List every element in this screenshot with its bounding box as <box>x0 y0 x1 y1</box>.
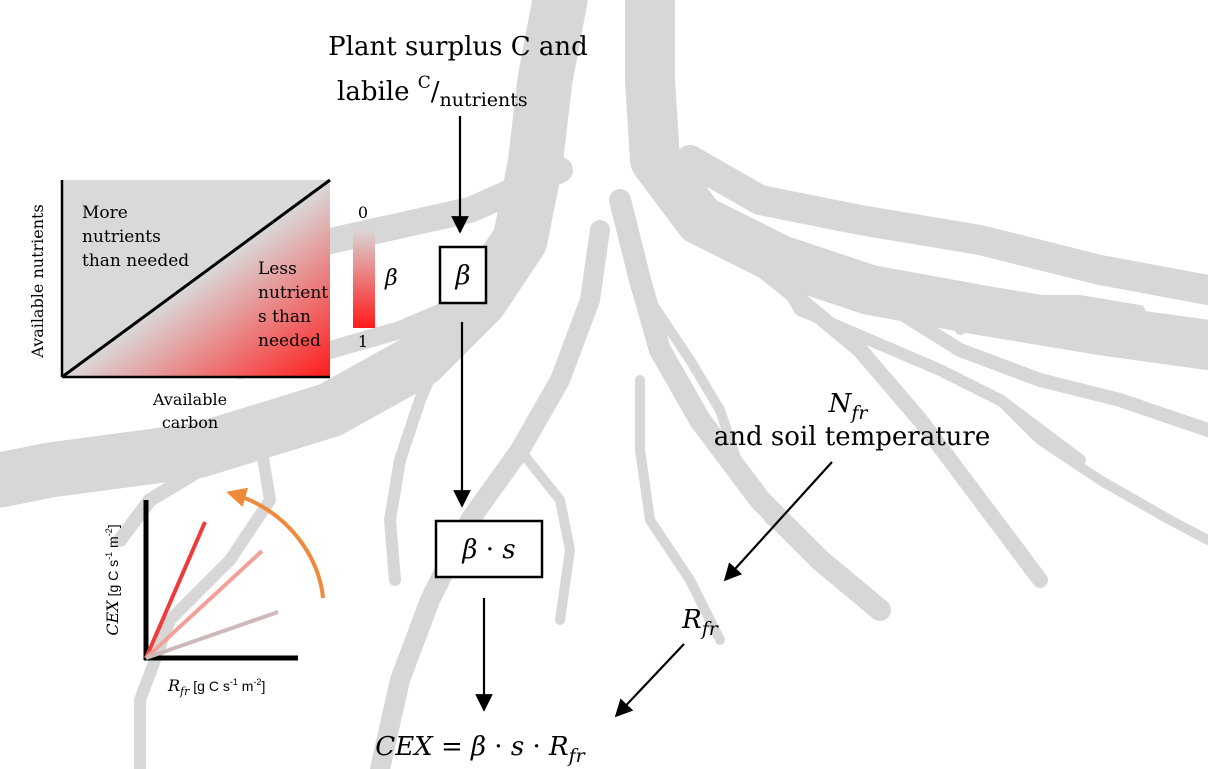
cex-equation: CEX = β · s · Rfr <box>375 732 586 767</box>
colorbar-min-label: 0 <box>358 203 368 222</box>
nfr-symbol: Nfr <box>828 389 870 424</box>
cex-panel-y-label: CEX [g C s-1 m-2] <box>103 524 122 635</box>
upper-region-label-1: More <box>82 203 128 223</box>
plant-surplus-line-1: Plant surplus C and <box>328 32 588 62</box>
beta-panel-x-label-2: carbon <box>162 413 218 432</box>
beta-panel: More nutrients than needed Less nutrient… <box>28 178 398 432</box>
beta-box-symbol: β <box>454 261 470 291</box>
beta-colorbar <box>353 228 375 328</box>
colorbar-max-label: 1 <box>358 332 368 351</box>
lower-region-label-2: nutrient <box>258 283 328 303</box>
beta-panel-x-label-1: Available <box>152 390 227 409</box>
beta-s-box: β · s <box>434 519 544 579</box>
increasing-beta-arrow <box>226 487 325 599</box>
rfr-node: Rfr <box>681 605 720 640</box>
beta-panel-y-label: Available nutrients <box>28 204 47 358</box>
beta-s-box-frame <box>434 519 544 579</box>
arrow-nfr-to-rfr <box>723 461 833 582</box>
plant-surplus-line-2: labile C/nutrients <box>337 73 528 111</box>
cex-line-mid <box>144 549 264 660</box>
lower-region-label-4: needed <box>258 331 321 351</box>
beta-panel-diagonal <box>61 178 331 379</box>
beta-s-box-text: β · s <box>461 535 515 565</box>
cex-panel: CEX [g C s-1 m-2] Rfr [g C s-1 m-2] <box>103 487 325 698</box>
beta-box-frame <box>438 245 488 305</box>
cex-line-high <box>144 521 207 659</box>
beta-box: β <box>438 245 488 305</box>
upper-region-label-2: nutrients <box>82 227 161 247</box>
plant-surplus-input: Plant surplus C and labile C/nutrients <box>328 32 588 111</box>
upper-region-label-3: than needed <box>82 251 189 271</box>
arrow-rfr-to-cex <box>614 643 685 718</box>
colorbar-beta-symbol: β <box>384 266 398 291</box>
soil-temperature-label: and soil temperature <box>714 422 991 452</box>
lower-region-label-1: Less <box>258 259 297 279</box>
cex-panel-x-label: Rfr [g C s-1 m-2] <box>167 676 265 698</box>
lower-region-label-3: s than <box>258 307 311 327</box>
nfr-input: Nfr and soil temperature <box>714 389 991 452</box>
cex-line-low <box>145 610 279 660</box>
